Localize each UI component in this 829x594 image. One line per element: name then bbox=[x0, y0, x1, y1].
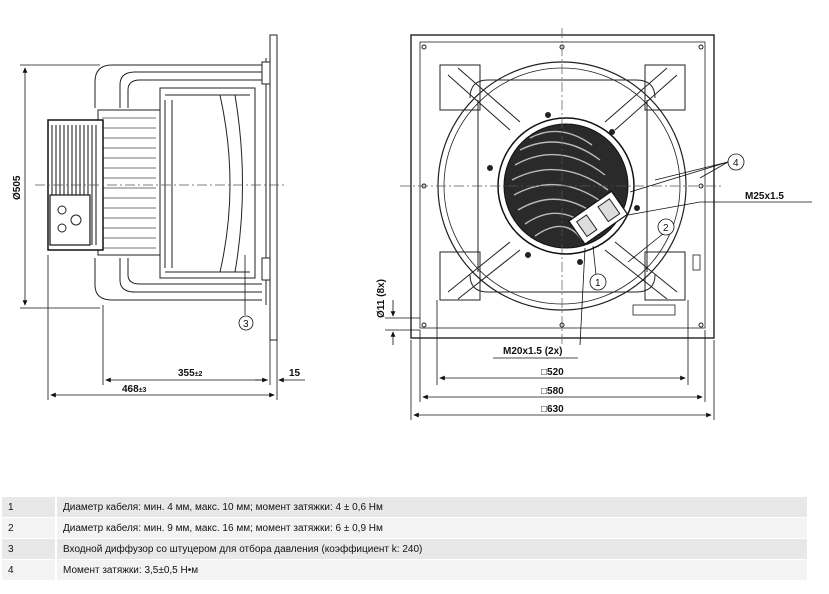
side-dimensions bbox=[20, 64, 305, 400]
gland-m20-label: M20x1.5 (2x) bbox=[503, 346, 562, 357]
legend-num: 3 bbox=[2, 538, 57, 560]
callout-4-label: 4 bbox=[733, 158, 739, 169]
square-630-label: □630 bbox=[541, 404, 564, 415]
callout-2 bbox=[657, 218, 675, 236]
legend-row: 1 Диаметр кабеля: мин. 4 мм, макс. 10 мм… bbox=[2, 497, 807, 518]
callout-3 bbox=[238, 315, 254, 331]
callout-2-label: 2 bbox=[663, 223, 669, 234]
legend-text: Диаметр кабеля: мин. 9 мм, макс. 16 мм; … bbox=[56, 517, 807, 539]
square-520-label: □520 bbox=[541, 367, 564, 378]
callout-3-label: 3 bbox=[243, 319, 249, 330]
legend-text: Входной диффузор со штуцером для отбора … bbox=[56, 538, 807, 560]
front-view bbox=[400, 28, 722, 345]
technical-drawing: Ø505 355±2 15 468±3 3 bbox=[12, 28, 812, 420]
legend-row: 2 Диаметр кабеля: мин. 9 мм, макс. 16 мм… bbox=[2, 517, 807, 539]
legend-text: Момент затяжки: 3,5±0,5 Н•м bbox=[56, 559, 807, 581]
callout-4 bbox=[727, 153, 745, 171]
legend-text: Диаметр кабеля: мин. 4 мм, макс. 10 мм; … bbox=[56, 497, 807, 518]
legend-table: 1 Диаметр кабеля: мин. 4 мм, макс. 10 мм… bbox=[2, 497, 807, 581]
side-view bbox=[35, 34, 285, 341]
depth-total-label: 468±3 bbox=[122, 384, 147, 395]
front-dimensions bbox=[385, 161, 812, 420]
legend-num: 4 bbox=[2, 559, 57, 581]
legend-num: 1 bbox=[2, 497, 57, 518]
gland-m25-label: M25x1.5 bbox=[745, 191, 784, 202]
hole-label: Ø11 (8x) bbox=[376, 279, 387, 318]
square-580-label: □580 bbox=[541, 386, 564, 397]
callout-1 bbox=[589, 273, 607, 291]
legend-row: 3 Входной диффузор со штуцером для отбор… bbox=[2, 538, 807, 560]
callout-1-label: 1 bbox=[595, 278, 601, 289]
depth-inner-label: 355±2 bbox=[178, 368, 203, 379]
legend-row: 4 Момент затяжки: 3,5±0,5 Н•м bbox=[2, 559, 807, 581]
diameter-label: Ø505 bbox=[12, 175, 23, 200]
legend-num: 2 bbox=[2, 517, 57, 539]
flange-label: 15 bbox=[289, 368, 301, 379]
